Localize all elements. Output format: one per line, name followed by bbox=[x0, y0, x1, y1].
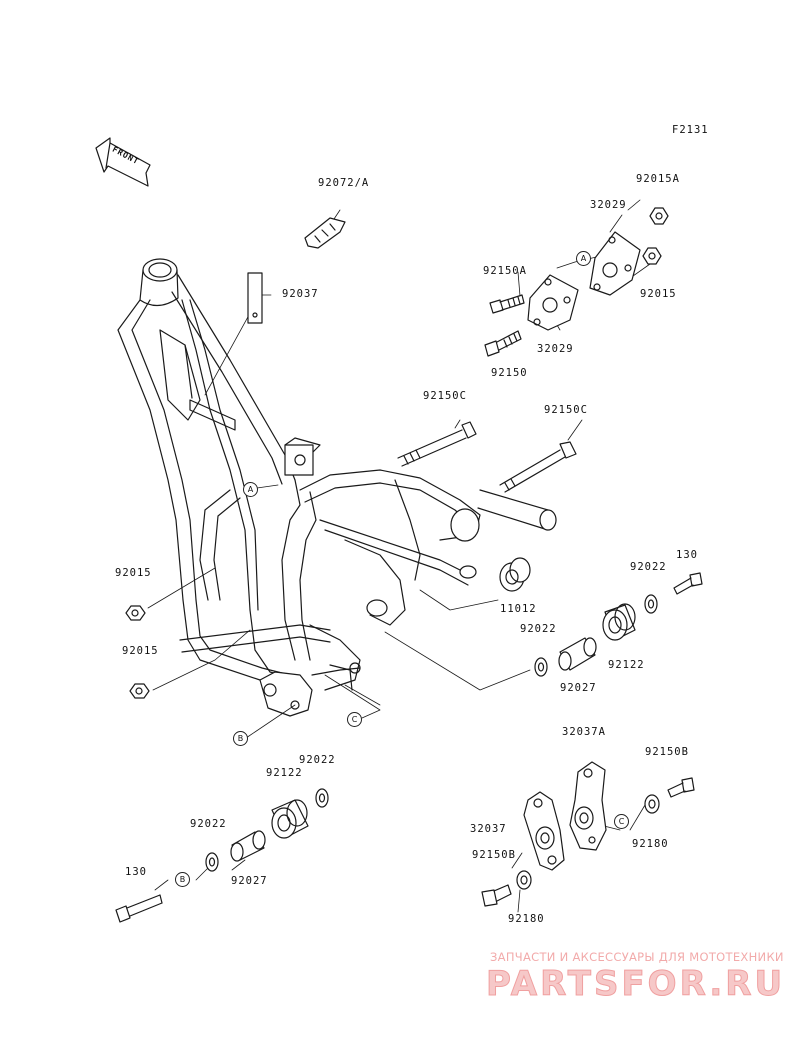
reference-callout: A bbox=[243, 482, 258, 497]
part-label: 92015 bbox=[115, 567, 152, 579]
part-label: 92150B bbox=[645, 746, 689, 758]
part-label: 92122 bbox=[608, 659, 645, 671]
watermark-tagline: ЗАПЧАСТИ И АКСЕССУАРЫ ДЛЯ МОТОТЕХНИКИ bbox=[490, 950, 784, 964]
part-label: 32037A bbox=[562, 726, 606, 738]
reference-callout: B bbox=[175, 872, 190, 887]
part-label: 92150C bbox=[544, 404, 588, 416]
collar-92122-right bbox=[602, 603, 636, 641]
clamp-92037 bbox=[247, 272, 263, 324]
part-label: 92022 bbox=[190, 818, 227, 830]
part-label: 92122 bbox=[266, 767, 303, 779]
washer-92022-right bbox=[644, 594, 658, 614]
reference-callout: A bbox=[576, 251, 591, 266]
watermark-logo: PARTSFOR.RU bbox=[485, 964, 786, 1005]
spacer-92027-right bbox=[558, 637, 597, 671]
bolt-92150C-lower bbox=[499, 441, 577, 493]
clip-92072A bbox=[304, 217, 346, 249]
part-label: 92150B bbox=[472, 849, 516, 861]
nut-92015-left-lower bbox=[129, 683, 150, 699]
part-label: 92150C bbox=[423, 390, 467, 402]
bracket-32037 bbox=[523, 791, 565, 871]
bolt-92150A bbox=[489, 294, 525, 314]
part-label: 92015 bbox=[122, 645, 159, 657]
collar-92122-lower bbox=[271, 799, 309, 839]
reference-callout: C bbox=[347, 712, 362, 727]
bracket-32029-lower bbox=[527, 274, 579, 331]
part-label: 92072/A bbox=[318, 177, 370, 189]
spacer-92027-lower bbox=[230, 830, 266, 862]
part-label: 92027 bbox=[560, 682, 597, 694]
reference-callout: B bbox=[233, 731, 248, 746]
nut-92015A bbox=[649, 207, 669, 225]
bolt-92150B-right bbox=[667, 777, 695, 798]
washer-92180-left bbox=[516, 870, 532, 890]
part-label: 130 bbox=[676, 549, 698, 561]
part-label: 92037 bbox=[282, 288, 319, 300]
bracket-32029-upper bbox=[589, 231, 641, 296]
front-arrow-icon bbox=[95, 137, 151, 187]
part-label: 92015A bbox=[636, 173, 680, 185]
part-label: 32029 bbox=[590, 199, 627, 211]
bolt-130-lower bbox=[115, 894, 163, 923]
washer-92180-right bbox=[644, 794, 660, 814]
part-label: 92027 bbox=[231, 875, 268, 887]
part-label: 92150A bbox=[483, 265, 527, 277]
part-label: 11012 bbox=[500, 603, 537, 615]
part-label: 92022 bbox=[520, 623, 557, 635]
nut-92015-left-upper bbox=[125, 605, 146, 621]
part-label: 92022 bbox=[299, 754, 336, 766]
washer-92022-lower-a bbox=[315, 788, 329, 808]
figure-code: F2131 bbox=[672, 124, 709, 136]
washer-92022-mid bbox=[534, 657, 548, 677]
leader-lines bbox=[147, 199, 651, 913]
bolt-130-right bbox=[673, 572, 703, 595]
reference-callout: C bbox=[614, 814, 629, 829]
part-label: 92180 bbox=[632, 838, 669, 850]
part-label: 92180 bbox=[508, 913, 545, 925]
part-label: 92015 bbox=[640, 288, 677, 300]
bolt-92150C-upper bbox=[397, 421, 477, 467]
washer-92022-lower-b bbox=[205, 852, 219, 872]
bolt-92150 bbox=[484, 330, 522, 357]
nut-92015-right bbox=[642, 247, 662, 265]
part-label: 92150 bbox=[491, 367, 528, 379]
part-label: 92022 bbox=[630, 561, 667, 573]
bracket-32037A bbox=[569, 761, 607, 851]
part-label: 130 bbox=[125, 866, 147, 878]
bushing-11012 bbox=[499, 557, 531, 592]
part-label: 32029 bbox=[537, 343, 574, 355]
bolt-92150B-left bbox=[481, 884, 512, 907]
main-frame bbox=[117, 258, 557, 717]
part-label: 32037 bbox=[470, 823, 507, 835]
